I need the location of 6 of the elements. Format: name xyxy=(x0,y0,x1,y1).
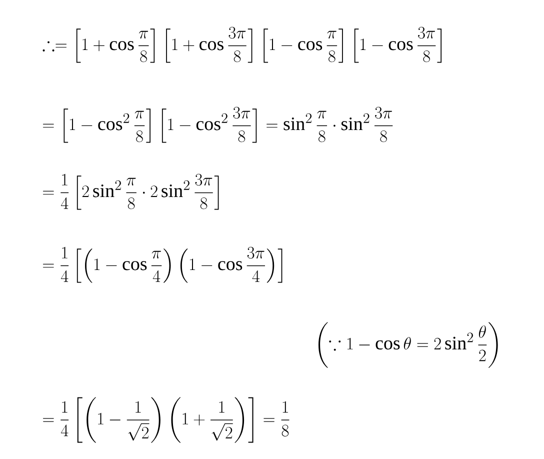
formula-line: $=\frac{1}{4}\left[2\sin^2\frac{\pi}{8}\cdot 2\sin^2\frac{3\pi}{8}\right]$ xyxy=(43,174,219,210)
formula-line: $\therefore =\left[1+\cos\frac{\pi}{8}\right]\left[1+\cos\frac{3\pi}{8}\right]\left[1-\cos\frac{\pi}{8}\right]\left[1-\cos\frac{3\pi}{8}\right]$ xyxy=(42,26,442,63)
formula-line: $=\frac{1}{4}\left[\left(1-\cos\frac{\pi}{4}\right)\left(1-\cos\frac{3\pi}{4}\right)\right]$ xyxy=(43,246,282,283)
formula-line: $=\left[1-\cos^2\frac{\pi}{8}\right]\left[1-\cos^2\frac{3\pi}{8}\right]=\sin^2\frac{\pi}{8}\cdot\sin^2\frac{3\pi}{8}$ xyxy=(43,106,393,143)
formula-line: $\left(\because 1-\cos\theta=2\sin^2\frac{\theta}{2}\right)$ xyxy=(318,322,498,368)
formula-line: $=\frac{1}{4}\left[\left(1-\frac{1}{\sqrt{2}}\right)\left(1+\frac{1}{\sqrt{2}}\right)\right]=\frac{1}{8}$ xyxy=(43,397,290,443)
